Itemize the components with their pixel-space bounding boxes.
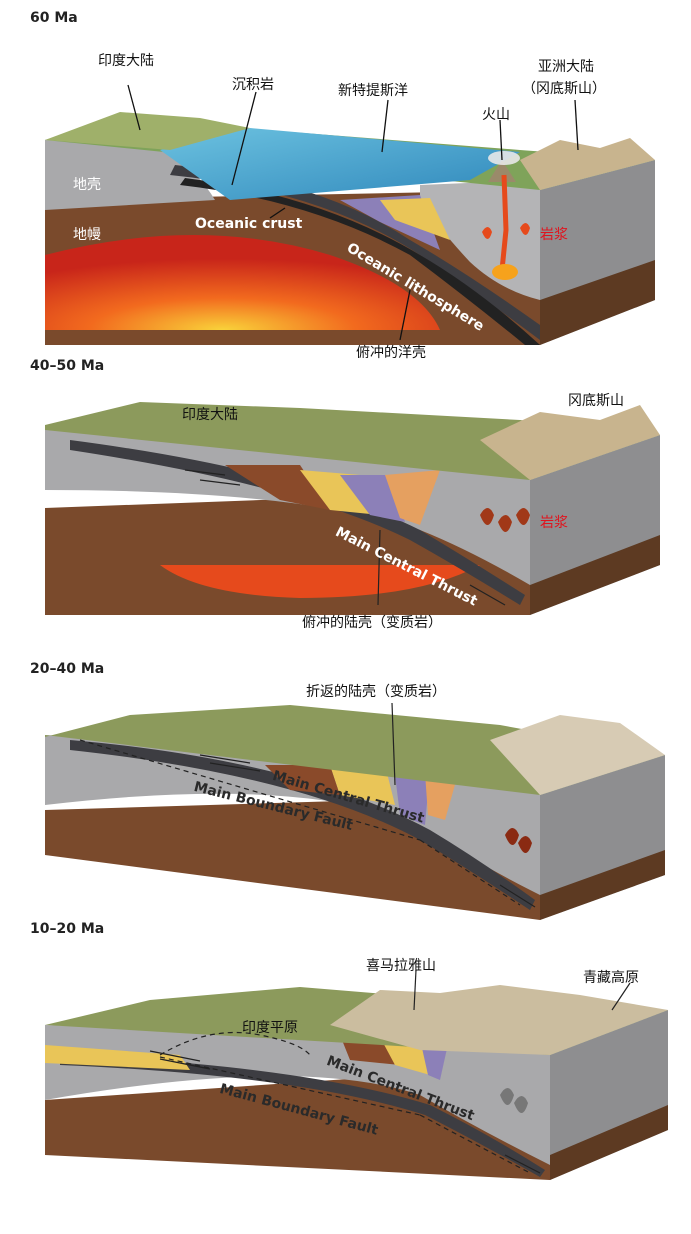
neotethys-ocean <box>160 128 520 200</box>
panel-40-50ma: 40–50 Ma 印度大陆 冈底斯山 岩浆 Main Central Thrus… <box>0 350 691 650</box>
magma-label: 岩浆 <box>540 227 568 243</box>
leader-lines <box>127 84 579 341</box>
neotethys-label: 新特提斯洋 <box>338 83 408 99</box>
block-diagram-40-50ma <box>45 402 660 615</box>
panel-10-20ma: 10–20 Ma 喜马拉雅山 青藏高原 印度平原 Main Central Th… <box>0 915 691 1234</box>
india-continent-label: 印度大陆 <box>98 53 154 69</box>
age-label: 20–40 Ma <box>30 661 105 677</box>
age-label: 40–50 Ma <box>30 358 105 374</box>
age-label: 60 Ma <box>30 10 78 26</box>
asia-continent-label: 亚洲大陆 <box>538 59 594 75</box>
block-diagram-20-40ma <box>45 702 665 920</box>
block-diagram-10-20ma <box>45 969 668 1180</box>
mantle-label: 地幔 <box>73 227 101 243</box>
magma-body <box>45 235 440 330</box>
asian-mountains <box>520 138 655 190</box>
volcano-plume <box>488 151 520 165</box>
panel-20-40ma: 20–40 Ma 折返的陆壳（变质岩） Main Central Thrust … <box>0 655 691 925</box>
mountains <box>490 715 665 795</box>
oceanic-crust-label: Oceanic crust <box>195 216 303 232</box>
exhumed-crust-label: 折返的陆壳（变质岩） <box>306 684 446 700</box>
volcano-cone <box>488 160 516 182</box>
volcano-label: 火山 <box>482 107 510 123</box>
subducting-continental-crust <box>70 440 525 605</box>
magma-conduit <box>499 174 509 271</box>
gangdese-label: （冈底斯山） <box>522 81 606 97</box>
mountains <box>480 405 660 480</box>
india-continent-label: 印度大陆 <box>182 407 238 423</box>
panel-60ma: 60 Ma 印度大陆 沉积岩 新特提斯洋 火山 亚洲大陆 （冈底斯山） 地壳 地… <box>0 0 691 361</box>
tibetan-plateau-label: 青藏高原 <box>583 970 639 986</box>
india-plain-label: 印度平原 <box>242 1020 298 1036</box>
sediment-label: 沉积岩 <box>232 77 274 93</box>
himalaya-label: 喜马拉雅山 <box>366 958 436 974</box>
subducted-oceanic-crust-label: 俯冲的洋壳 <box>356 345 426 361</box>
gangdese-label: 冈底斯山 <box>568 393 624 409</box>
crust-label: 地壳 <box>73 177 101 193</box>
subducted-continental-crust-label: 俯冲的陆壳（变质岩） <box>302 615 442 631</box>
block-diagram-60ma <box>45 84 655 345</box>
magma-label: 岩浆 <box>540 515 568 531</box>
age-label: 10–20 Ma <box>30 921 105 937</box>
crust-layer <box>45 430 530 585</box>
top-surface <box>45 705 665 795</box>
